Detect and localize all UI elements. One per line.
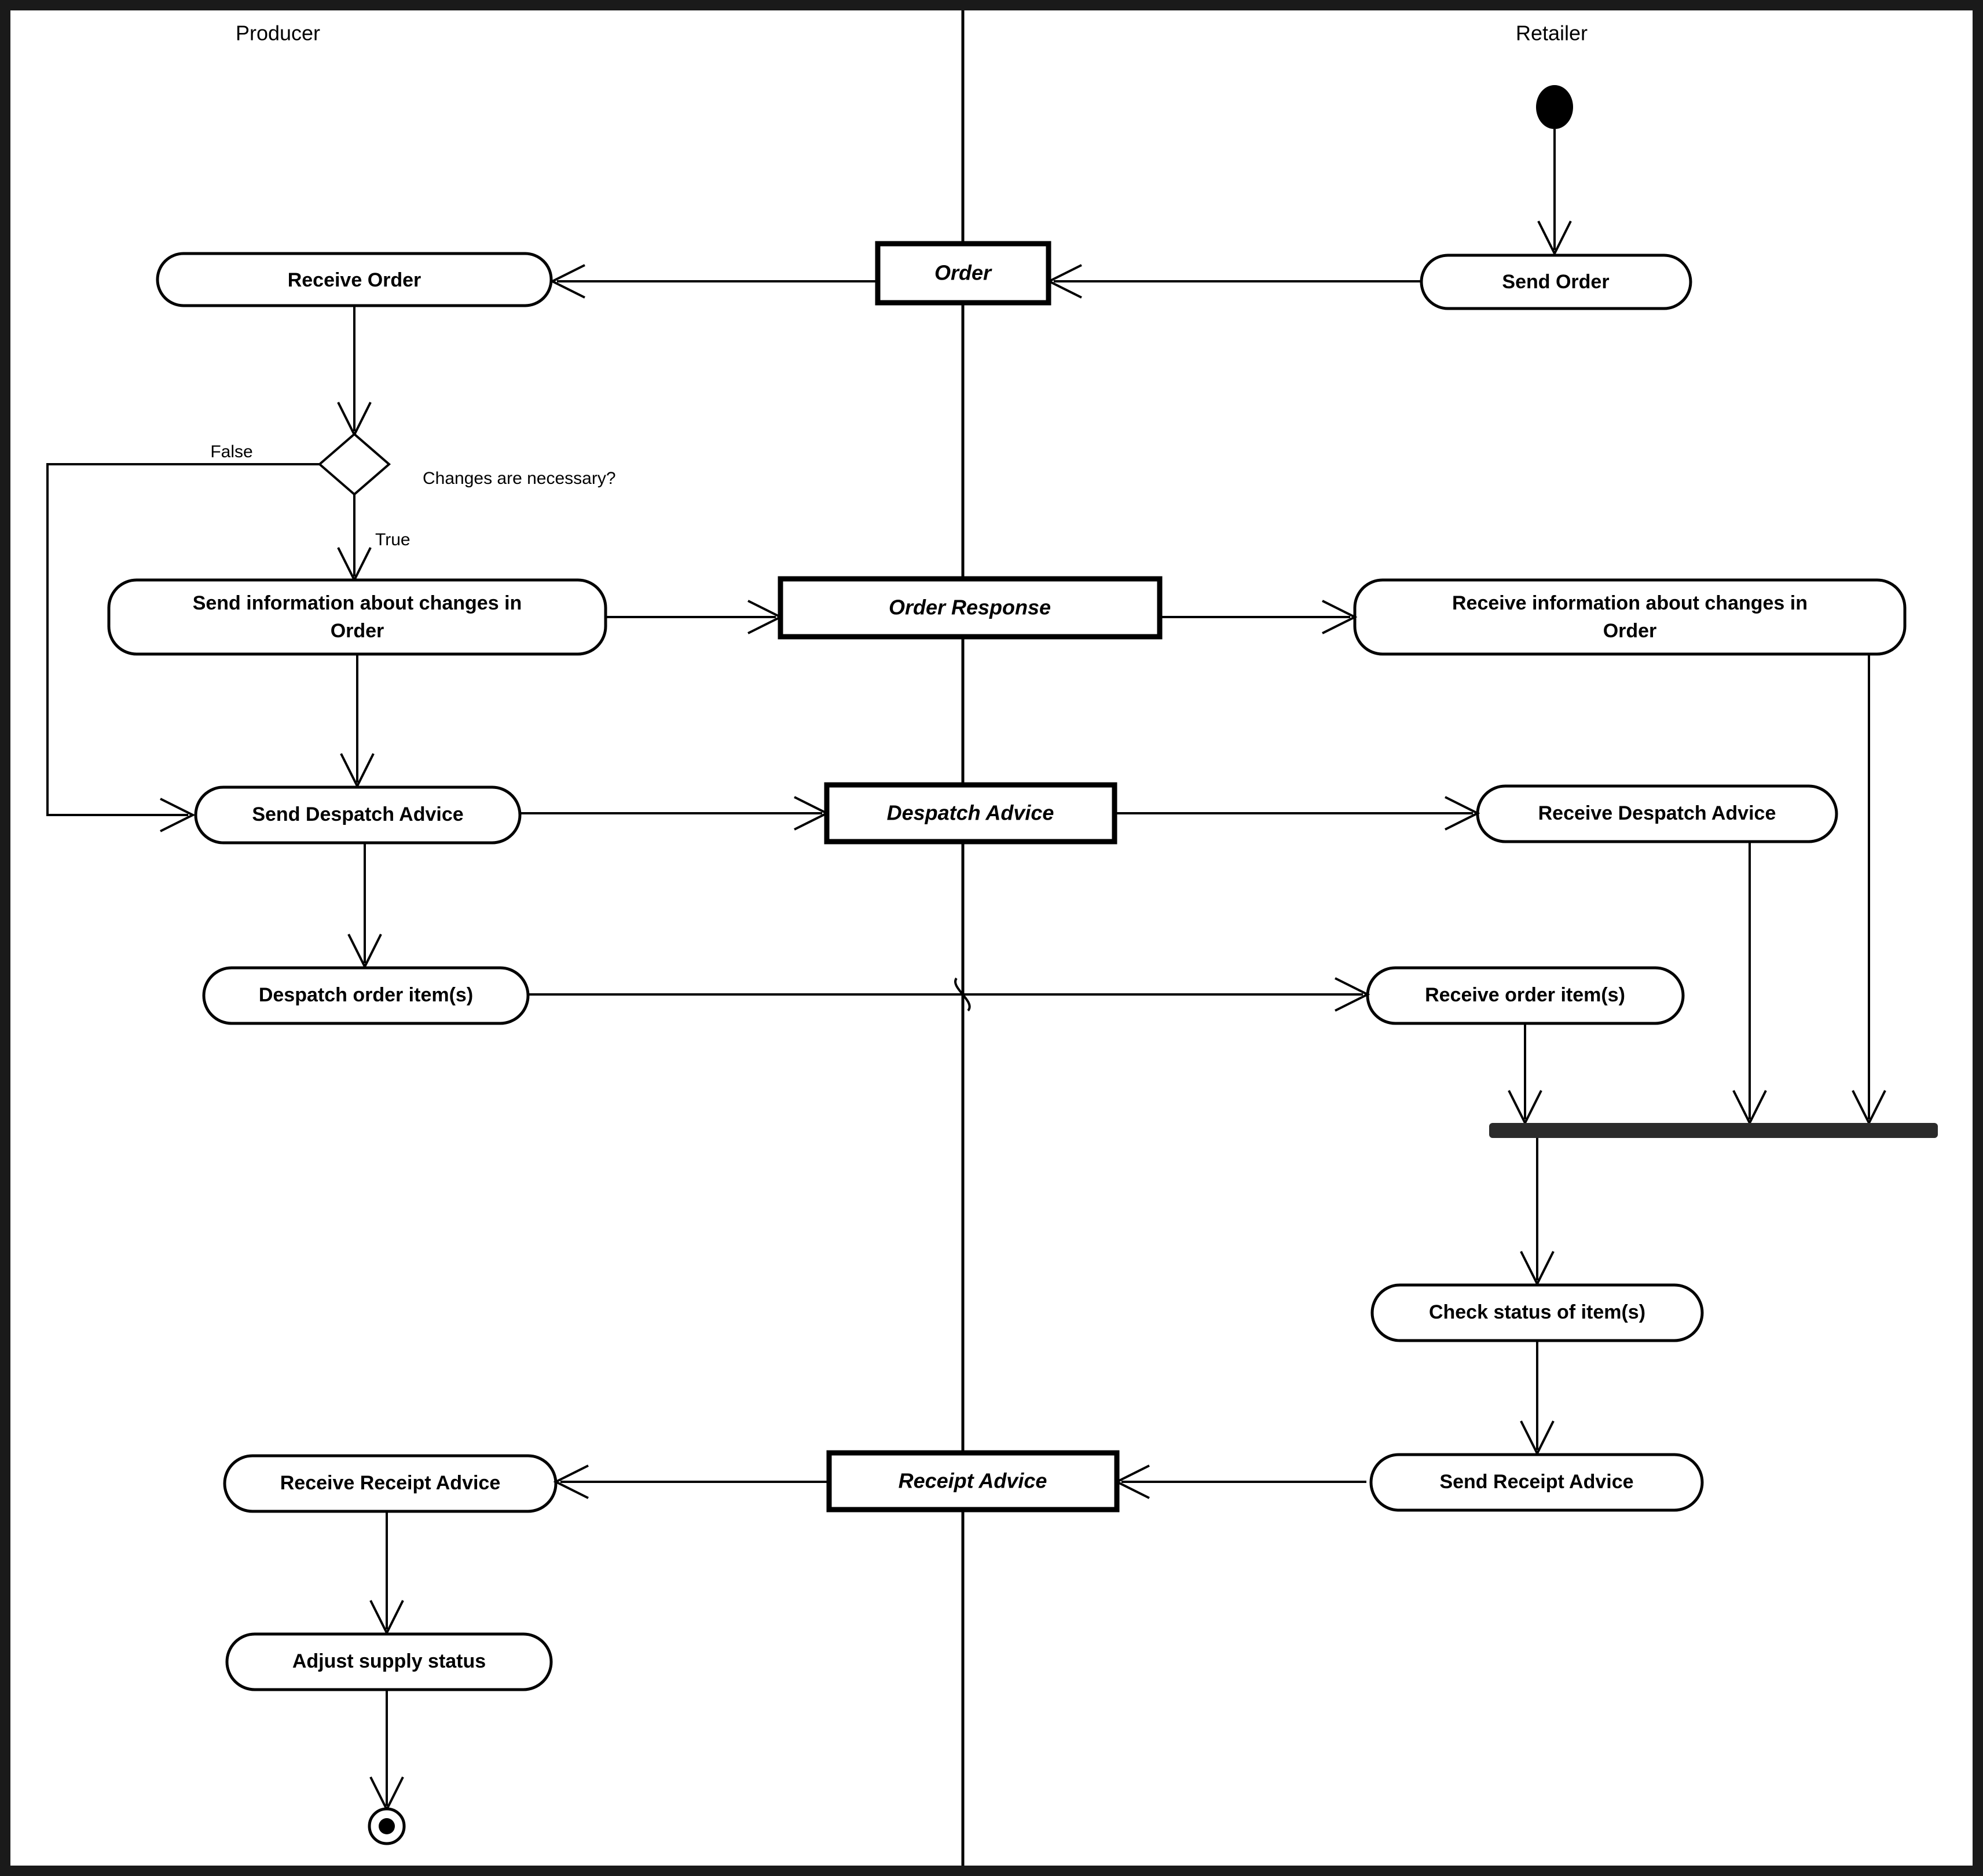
activity-label: Receive order item(s) [1425, 984, 1625, 1006]
line-crossing-marker-icon [954, 977, 971, 1012]
flow-join-to-check-status [1520, 1138, 1555, 1287]
activity-receive-order[interactable]: Receive Order [156, 252, 553, 307]
flow-send-despatch-to-despatch-advice [520, 796, 830, 831]
decision-shape [317, 432, 391, 496]
flow-initial-to-send-order [1537, 129, 1572, 256]
decision-question-label: Changes are necessary? [423, 469, 616, 488]
lane-title-retailer: Retailer [1516, 21, 1588, 45]
activity-label: Check status of item(s) [1429, 1301, 1645, 1323]
flow-order-to-receive-order [549, 264, 875, 299]
final-node-icon [368, 1807, 406, 1845]
activity-shape [1353, 578, 1907, 656]
flow-send-info-to-send-despatch-advice [340, 654, 375, 789]
flow-despatch-items-to-receive-items [528, 977, 1370, 1012]
activity-shape [225, 1632, 553, 1691]
signal-order[interactable]: Order [875, 241, 1051, 306]
signal-shape [826, 1450, 1120, 1512]
flow-decision-true-to-send-info-changes [337, 494, 372, 583]
flow-send-receipt-to-receipt-advice [1114, 1464, 1366, 1499]
activity-receive-receipt-advice[interactable]: Receive Receipt Advice [223, 1454, 558, 1513]
signal-label: Order Response [889, 596, 1051, 619]
flow-receive-info-changes-to-join [1852, 654, 1886, 1126]
signal-order-response[interactable]: Order Response [778, 576, 1163, 640]
activity-label: Send Despatch Advice [252, 803, 463, 825]
initial-node-icon [1536, 85, 1573, 129]
activity-receive-despatch-advice[interactable]: Receive Despatch Advice [1476, 784, 1838, 843]
join-bar [1489, 1123, 1938, 1138]
lane-title-producer: Producer [236, 21, 320, 45]
flow-receipt-advice-to-receive-receipt [553, 1464, 827, 1499]
signal-label: Despatch Advice [887, 801, 1054, 825]
activity-shape [1369, 1453, 1704, 1512]
activity-label: Send Order [1502, 271, 1609, 293]
activity-label-line2: Order [331, 620, 384, 642]
signal-label: Order [934, 261, 992, 285]
activity-label: Receive Despatch Advice [1538, 802, 1776, 824]
activity-label: Send Receipt Advice [1439, 1471, 1633, 1493]
flow-adjust-supply-to-final [369, 1690, 404, 1812]
activity-label-line1: Send information about changes in [193, 592, 522, 614]
signal-label: Receipt Advice [899, 1469, 1047, 1493]
flow-send-info-to-order-response [606, 600, 783, 634]
flow-receive-despatch-to-join [1732, 842, 1767, 1126]
activity-label: Receive Receipt Advice [280, 1472, 501, 1494]
flow-order-response-to-receive-info [1162, 600, 1358, 634]
activity-shape [194, 785, 522, 845]
flow-send-despatch-to-despatch-order-items [347, 843, 382, 970]
activity-label: Adjust supply status [292, 1650, 486, 1672]
activity-send-despatch-advice[interactable]: Send Despatch Advice [194, 785, 522, 845]
flow-receive-receipt-to-adjust-supply [369, 1511, 404, 1636]
guard-label-true: True [375, 530, 410, 549]
flow-decision-false-to-send-despatch-advice [46, 463, 320, 832]
signal-despatch-advice[interactable]: Despatch Advice [824, 782, 1117, 845]
flow-receive-order-to-decision [337, 306, 372, 438]
signal-shape [875, 241, 1051, 306]
signal-shape [824, 782, 1117, 845]
activity-send-information-about-changes-in-order[interactable]: Send information about changes in Order [107, 578, 607, 656]
activity-receive-information-about-changes-in-order[interactable]: Receive information about changes in Ord… [1353, 578, 1907, 656]
flow-send-order-to-order [1046, 264, 1421, 299]
activity-label: Receive Order [288, 269, 421, 291]
flow-check-status-to-send-receipt-advice [1520, 1341, 1555, 1456]
signal-shape [778, 576, 1163, 640]
activity-send-receipt-advice[interactable]: Send Receipt Advice [1369, 1453, 1704, 1512]
decision-changes-necessary[interactable] [317, 432, 391, 496]
activity-label: Despatch order item(s) [259, 984, 473, 1006]
activity-shape [223, 1454, 558, 1513]
signal-receipt-advice[interactable]: Receipt Advice [826, 1450, 1120, 1512]
flow-despatch-advice-to-receive-despatch [1117, 796, 1480, 831]
activity-label-line1: Receive information about changes in [1452, 592, 1808, 614]
activity-despatch-order-items[interactable]: Despatch order item(s) [202, 966, 530, 1025]
guard-label-false: False [210, 442, 252, 461]
flow-receive-items-to-join [1508, 1023, 1542, 1126]
activity-shape [107, 578, 607, 656]
activity-send-order[interactable]: Send Order [1420, 254, 1692, 310]
activity-check-status-of-items[interactable]: Check status of item(s) [1370, 1283, 1704, 1342]
activity-label-line2: Order [1603, 620, 1657, 642]
activity-adjust-supply-status[interactable]: Adjust supply status [225, 1632, 553, 1691]
activity-receive-order-items[interactable]: Receive order item(s) [1366, 966, 1685, 1025]
